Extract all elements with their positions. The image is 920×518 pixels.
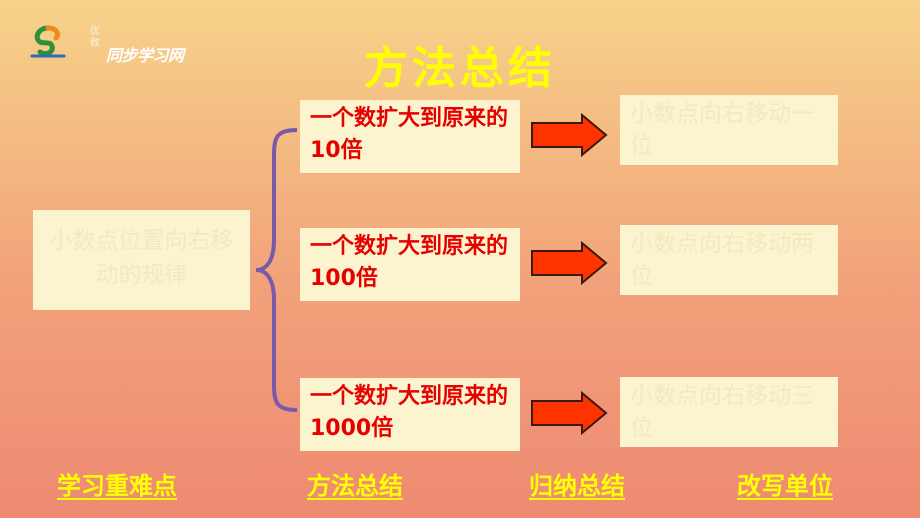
result-box-3: 小数点向右移动三位	[620, 377, 838, 447]
logo-swirl-icon	[30, 25, 66, 58]
page-title: 方法总结	[364, 43, 556, 94]
condition-box-3: 一个数扩大到原来的1000倍	[300, 378, 520, 451]
curly-brace	[255, 128, 298, 412]
result-box-2: 小数点向右移动两位	[620, 225, 838, 295]
condition-box-1: 一个数扩大到原来的10倍	[300, 100, 520, 173]
logo: 优教 同步学习网	[30, 24, 220, 65]
right-arrow-icon	[531, 241, 608, 285]
right-arrow-icon	[531, 113, 608, 157]
nav-link-unit-conversion[interactable]: 改写单位	[737, 472, 833, 500]
result-box-1: 小数点向右移动一位	[620, 95, 838, 165]
logo-small-text: 优教	[90, 26, 100, 49]
right-arrow-icon	[531, 391, 608, 435]
nav-link-method-summary[interactable]: 方法总结	[307, 472, 403, 500]
condition-box-2: 一个数扩大到原来的100倍	[300, 228, 520, 301]
nav-link-key-points[interactable]: 学习重难点	[57, 472, 177, 500]
nav-link-conclusion[interactable]: 归纳总结	[529, 472, 625, 500]
logo-text: 同步学习网	[106, 46, 184, 65]
rule-box: 小数点位置向右移动的规律	[33, 210, 250, 310]
